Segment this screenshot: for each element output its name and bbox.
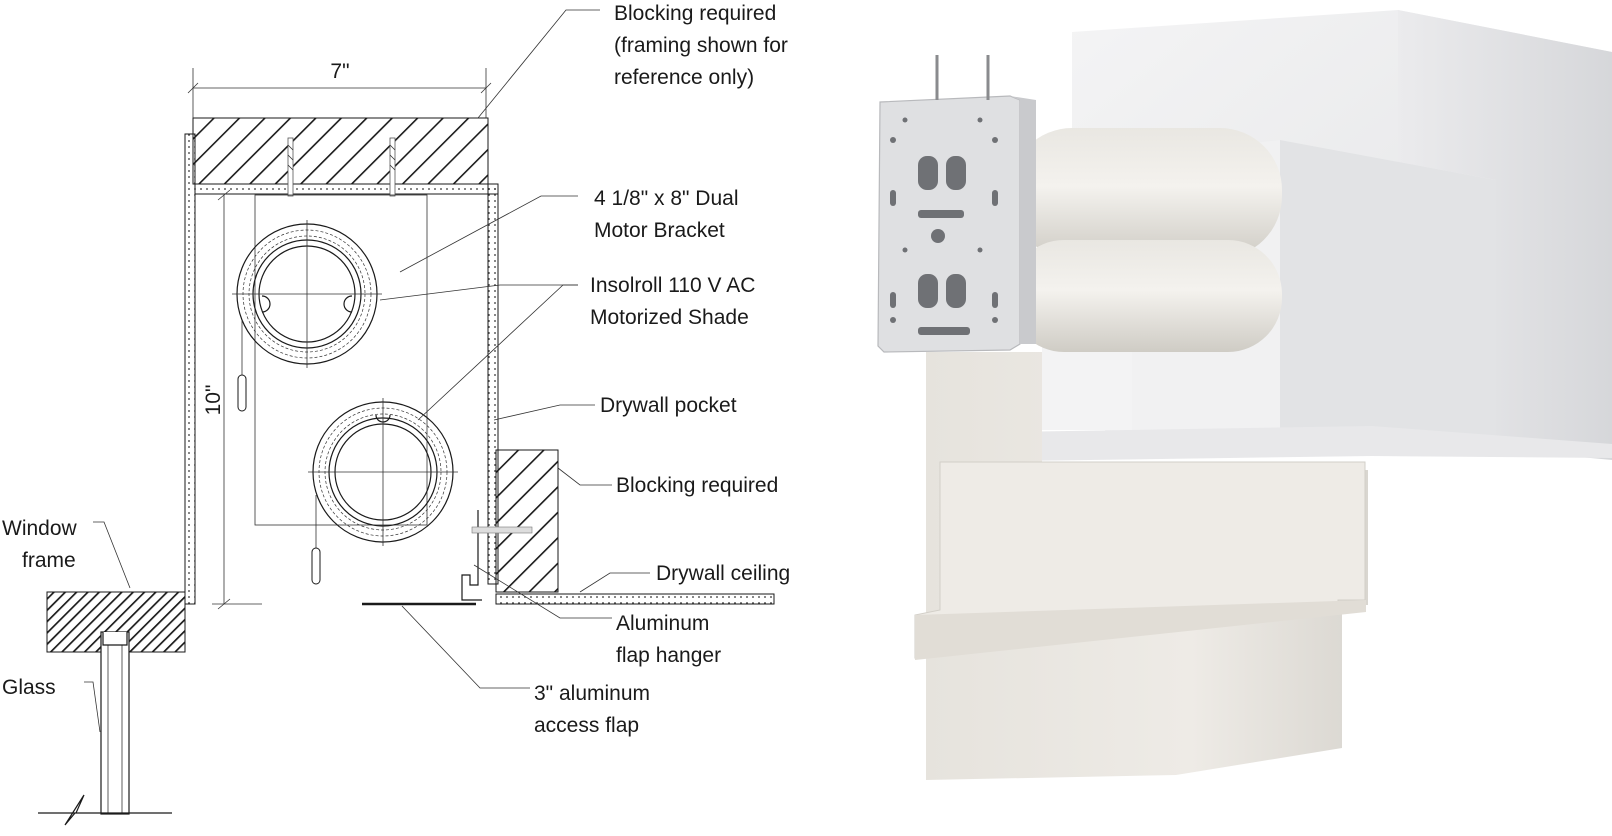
label-blocking-top-1: Blocking required (614, 2, 776, 25)
label-blocking-top-2: (framing shown for (614, 34, 788, 57)
bracket-holes (890, 117, 998, 335)
upper-roller (232, 220, 382, 368)
label-glass: Glass (2, 676, 56, 699)
upper-roller-render (1010, 128, 1282, 258)
label-window-frame-2: frame (22, 549, 76, 572)
label-bracket-1: 4 1/8" x 8" Dual (594, 187, 739, 210)
label-blocking-side: Blocking required (616, 474, 778, 497)
dimension-width: 7" (187, 60, 492, 118)
lower-roller (308, 398, 458, 546)
render-illustration (877, 10, 1612, 780)
break-line (38, 794, 172, 826)
label-blocking-top-3: reference only) (614, 66, 754, 89)
label-flap-hanger-2: flap hanger (616, 644, 721, 667)
drywall-right (487, 183, 499, 585)
glass (100, 631, 130, 815)
drywall-left (184, 133, 196, 605)
bracket-plate (877, 95, 1021, 353)
motor-bracket-outline (254, 194, 428, 526)
label-window-frame-1: Window (2, 517, 78, 540)
drywall-ceiling (495, 593, 775, 605)
leader-lines (84, 9, 650, 733)
blocking-top (192, 117, 489, 185)
label-shade-2: Motorized Shade (590, 306, 749, 329)
label-access-flap-2: access flap (534, 714, 639, 737)
label-shade-1: Insolroll 110 V AC (590, 274, 755, 297)
section-drawing: 7" 10" Blocking required (fra (2, 2, 790, 826)
dimension-width-label: 7" (330, 60, 349, 83)
blocking-side (495, 449, 559, 593)
pull-weight-upper (237, 374, 247, 412)
pull-weight-lower (311, 547, 321, 585)
label-drywall-pocket: Drywall pocket (600, 394, 737, 417)
flap-hanger (461, 510, 482, 601)
ceiling-ledge (944, 426, 1612, 462)
dimension-height-label: 10" (202, 385, 225, 416)
screw-icons (287, 137, 396, 197)
drywall-top (194, 183, 499, 195)
label-access-flap-1: 3" aluminum (534, 682, 650, 705)
label-bracket-2: Motor Bracket (594, 219, 725, 242)
label-drywall-ceiling: Drywall ceiling (656, 562, 790, 585)
label-flap-hanger-1: Aluminum (616, 612, 709, 635)
lower-roller-render (1010, 240, 1282, 352)
dimension-height: 10" (202, 189, 262, 610)
callout-labels: Blocking required (framing shown for ref… (2, 2, 790, 737)
